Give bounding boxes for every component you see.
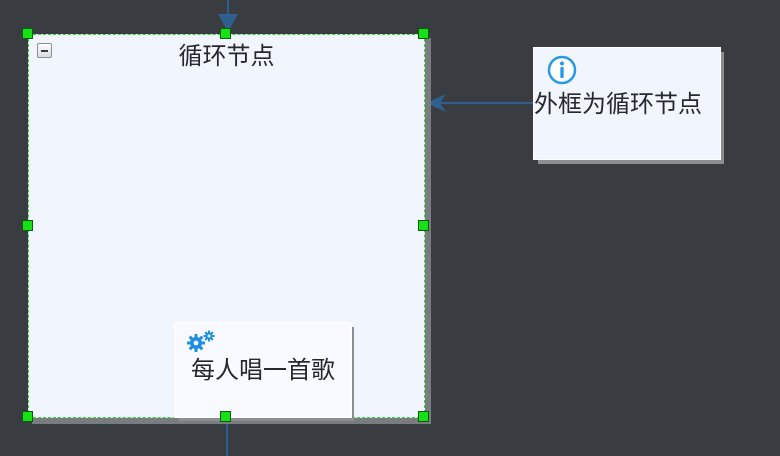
resize-handle-middle-left[interactable] bbox=[22, 220, 33, 231]
resize-handle-top-right[interactable] bbox=[418, 28, 429, 39]
resize-handle-top-left[interactable] bbox=[22, 28, 33, 39]
annotation-node[interactable]: 外框为循环节点 bbox=[533, 47, 721, 160]
info-icon bbox=[547, 55, 577, 85]
task-node[interactable]: 每人唱一首歌 bbox=[174, 322, 352, 418]
resize-handle-middle-right[interactable] bbox=[418, 220, 429, 231]
task-node-label: 每人唱一首歌 bbox=[191, 356, 335, 384]
resize-handle-bottom-right[interactable] bbox=[418, 411, 429, 422]
collapse-toggle-button[interactable] bbox=[37, 43, 52, 58]
resize-handle-bottom-left[interactable] bbox=[22, 411, 33, 422]
annotation-text: 外框为循环节点 bbox=[534, 90, 702, 118]
incoming-arrowhead bbox=[218, 14, 238, 32]
resize-handle-bottom-center[interactable] bbox=[220, 411, 231, 422]
loop-node-title: 循环节点 bbox=[178, 42, 275, 70]
annotation-arrowhead bbox=[426, 94, 446, 112]
gears-icon bbox=[187, 330, 215, 352]
resize-handle-top-center[interactable] bbox=[220, 28, 231, 39]
